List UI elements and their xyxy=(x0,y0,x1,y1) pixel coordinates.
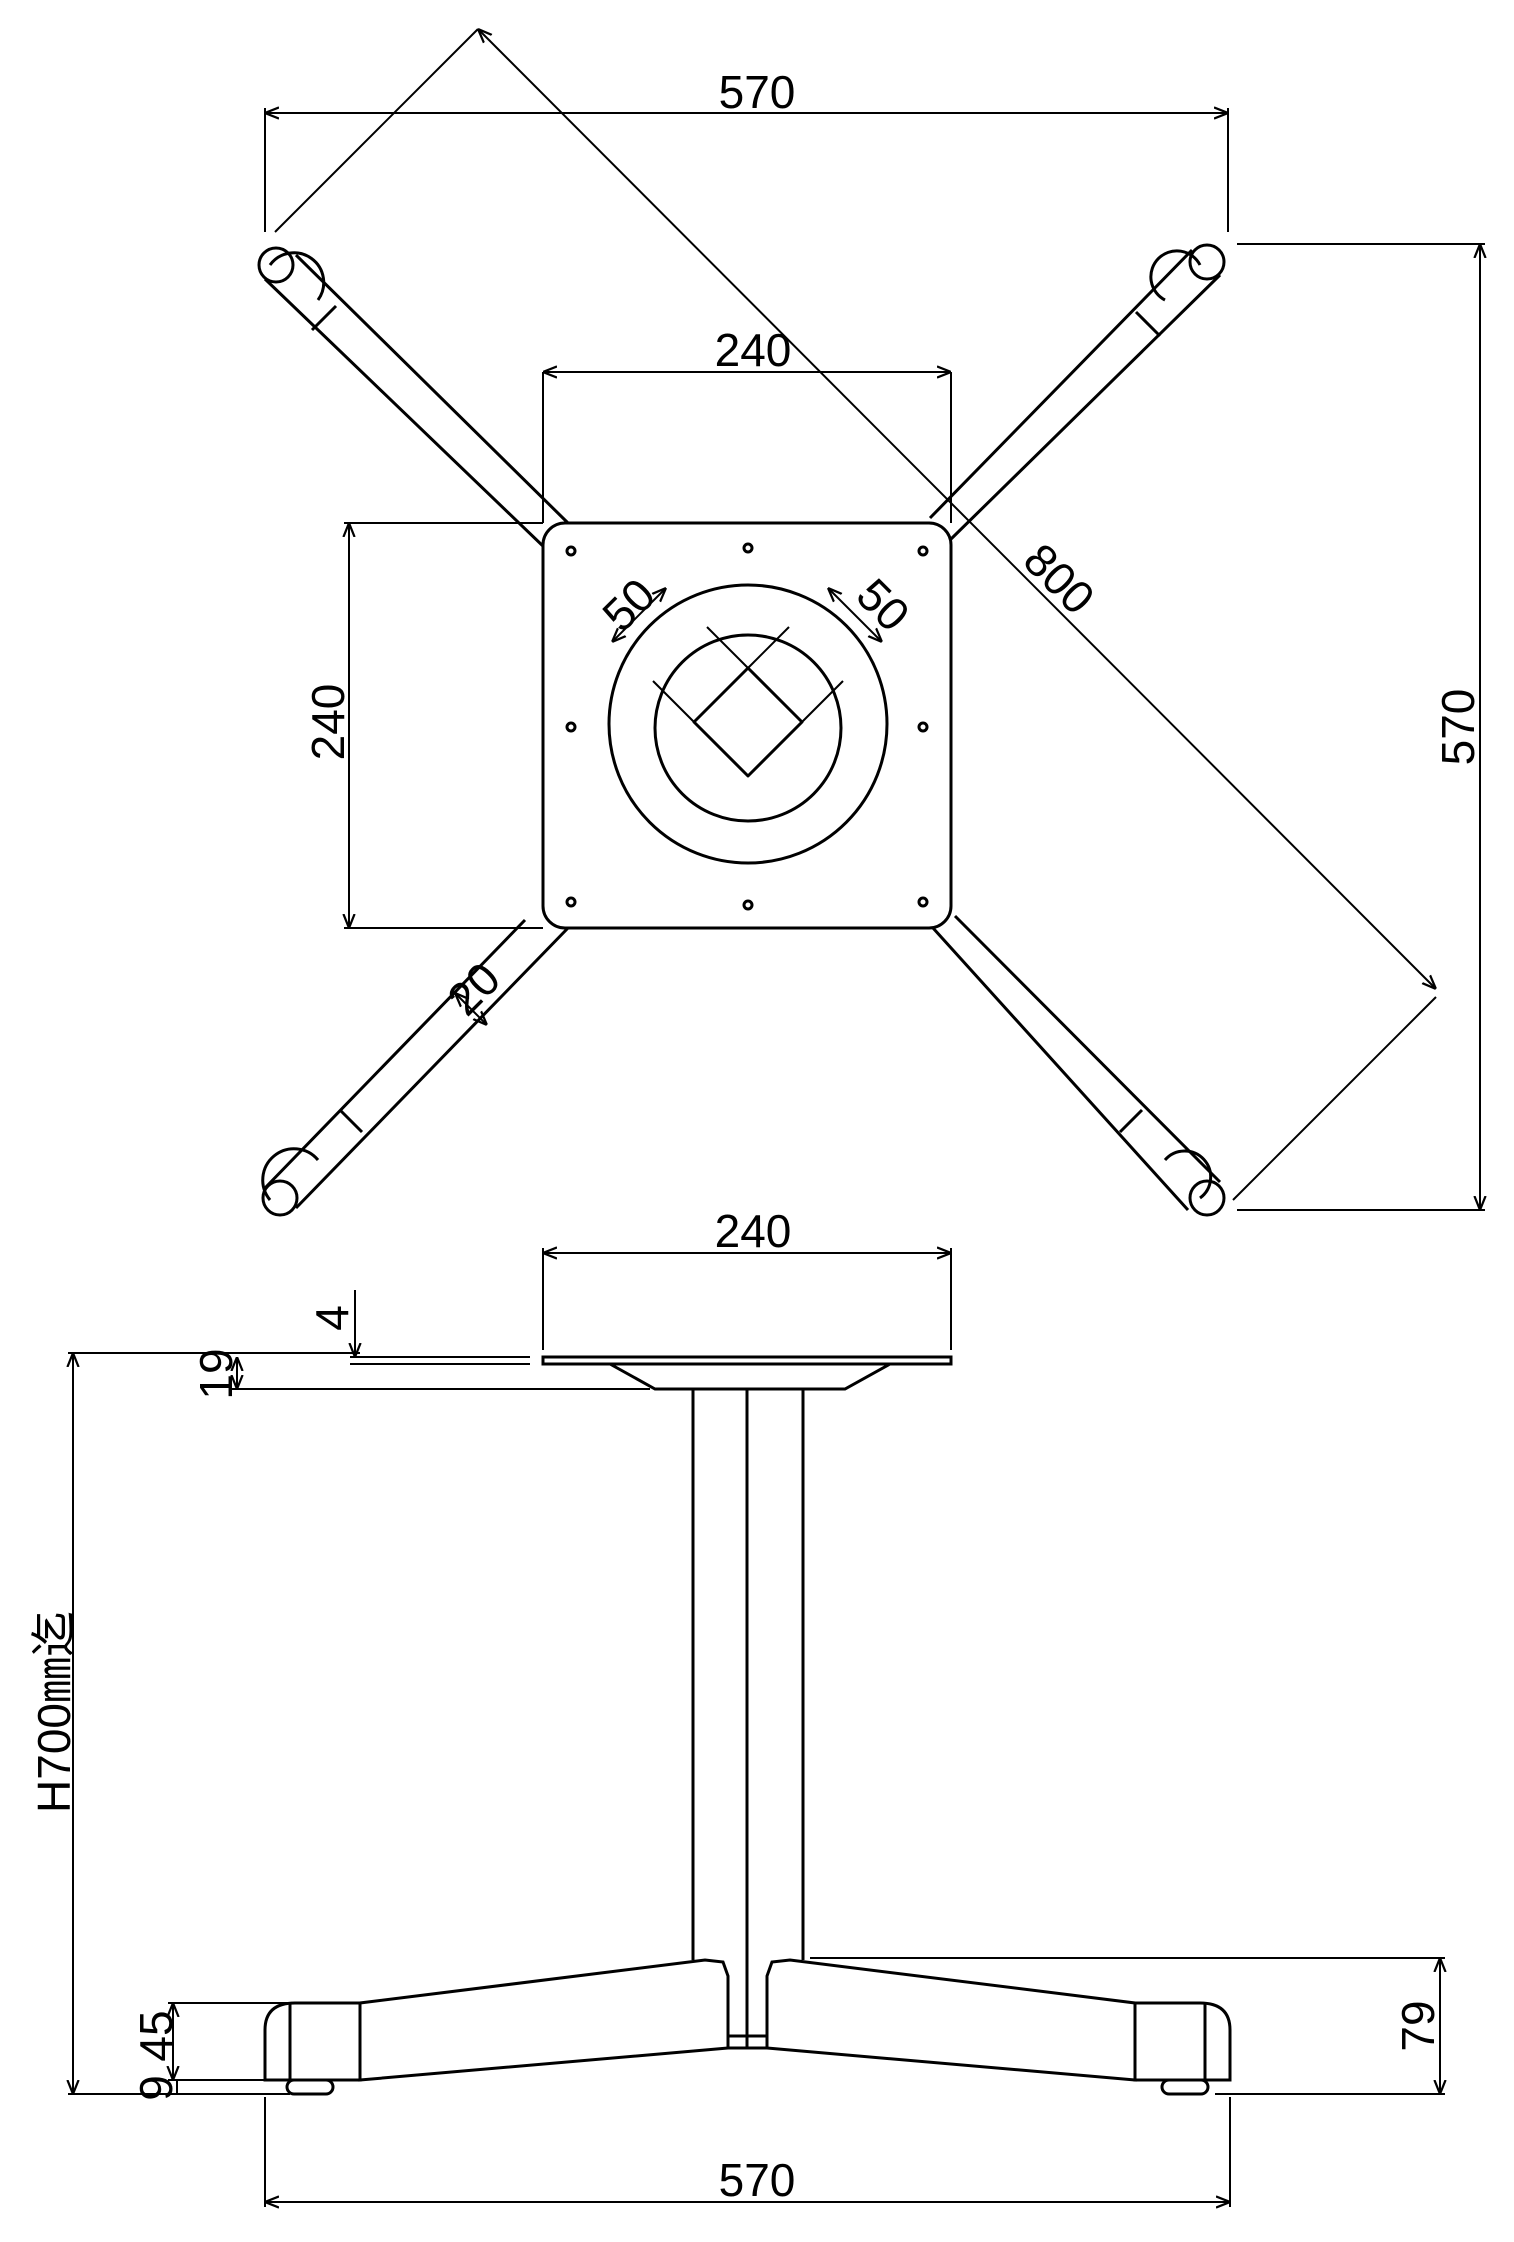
dim-overall-height-label: H700㎜迄 xyxy=(28,1611,80,1813)
top-view: 570 570 800 240 240 xyxy=(257,29,1485,1217)
dim-side-plate-width-label: 240 xyxy=(715,1205,792,1257)
dim-plate-thickness: 4 xyxy=(306,1290,530,1365)
dim-plate-width: 240 xyxy=(542,324,952,523)
leg-upper-left xyxy=(257,246,570,550)
dim-base-width: 570 xyxy=(264,2097,1231,2207)
dim-top-width-label: 570 xyxy=(719,66,796,118)
dim-plate-height-label: 240 xyxy=(302,684,354,761)
dim-plate-thickness-label: 4 xyxy=(306,1305,358,1331)
side-flange xyxy=(609,1362,891,1391)
side-plate xyxy=(541,1355,953,1366)
dim-diagonal-label: 800 xyxy=(1014,533,1105,624)
dim-adjuster-height: 9 xyxy=(130,2075,182,2101)
side-view: 240 4 19 H700㎜迄 45 xyxy=(28,1205,1445,2207)
dim-leg-rise: 79 xyxy=(810,1957,1445,2095)
dim-flange-height-label: 19 xyxy=(190,1348,242,1399)
dim-top-depth: 570 xyxy=(1237,243,1485,1211)
dim-leg-rise-label: 79 xyxy=(1392,2000,1444,2051)
dim-side-plate-width: 240 xyxy=(542,1205,952,1350)
dim-adjuster-height-label: 9 xyxy=(130,2075,182,2101)
dim-flange-height: 19 xyxy=(190,1348,650,1400)
side-column xyxy=(691,1389,805,2050)
dim-plate-width-label: 240 xyxy=(715,324,792,376)
side-leg-left xyxy=(263,1958,730,2096)
dim-overall-height: H700㎜迄 xyxy=(28,1352,360,2095)
dim-plate-height: 240 xyxy=(302,522,543,929)
dim-top-depth-label: 570 xyxy=(1432,689,1484,766)
side-leg-right xyxy=(765,1958,1232,2096)
dim-top-width: 570 xyxy=(264,66,1229,232)
leg-lower-right xyxy=(931,914,1226,1217)
dim-base-width-label: 570 xyxy=(719,2154,796,2206)
dim-foot-height: 45 xyxy=(130,2002,360,2081)
leg-lower-left xyxy=(261,918,570,1217)
dim-leg-width-label: 20 xyxy=(437,952,510,1025)
dim-foot-height-label: 45 xyxy=(130,2010,182,2061)
leg-upper-right xyxy=(928,243,1226,542)
dim-leg-width: 20 xyxy=(437,952,510,1025)
